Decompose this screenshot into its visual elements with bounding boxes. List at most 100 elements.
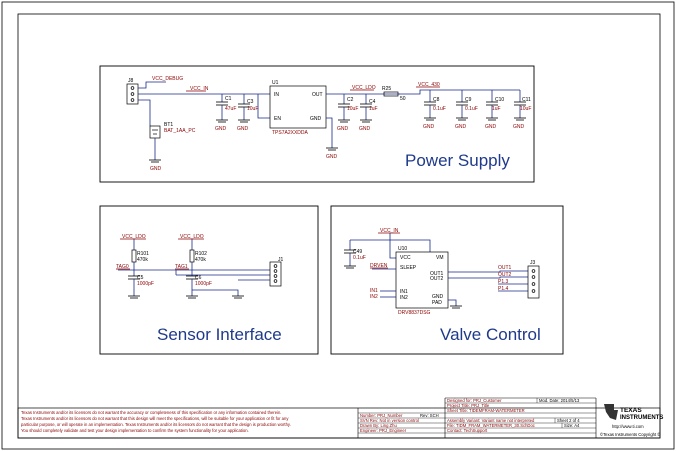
valve-vcc-in-net: VCC_IN: [380, 228, 399, 234]
vcc-430-net: VCC_430: [418, 82, 440, 88]
power-supply-title: Power Supply: [405, 151, 510, 170]
j3-p13-net: P1.3: [498, 279, 509, 285]
c9-label: C9: [465, 97, 472, 103]
c49-label: C49: [353, 249, 362, 255]
j3-connector: [527, 265, 540, 299]
tb-disclaimer-3: particular purpose, or will operate in a…: [21, 422, 291, 427]
tb-disclaimer-4: You should completely validate and test …: [21, 428, 249, 433]
ti-url: http://www.ti.com: [612, 424, 644, 429]
gnd-bt1: GND: [150, 166, 162, 172]
r102-resistor: [189, 249, 195, 263]
c49-value: 0.1uF: [353, 255, 366, 261]
j8-connector: [126, 83, 139, 105]
r101-resistor: [131, 249, 137, 263]
c11-value: 10uF: [520, 106, 531, 112]
u10-in2-pin: IN2: [400, 295, 408, 301]
gnd-c2: GND: [337, 126, 349, 132]
r101-label: R101: [137, 251, 149, 257]
r102-label: R102: [195, 251, 207, 257]
tb-contact: Contact: TechSupport: [447, 428, 488, 433]
ti-logo: [604, 404, 618, 420]
u10-in1-pin: IN1: [400, 289, 408, 295]
u1-out-pin: OUT: [312, 92, 323, 98]
u10-out1-pin: OUT1: [430, 271, 444, 277]
vcc-in-net: VCC_IN: [190, 86, 209, 92]
u10-driver: [395, 251, 449, 309]
u1-in-pin: IN: [274, 92, 279, 98]
in2-net: IN2: [370, 294, 378, 300]
c3-value: 10uF: [247, 106, 258, 112]
r25-label: R25: [382, 86, 391, 92]
tb-disclaimer-2: Texas Instruments and/or its licensors d…: [21, 416, 289, 421]
gnd-c11: GND: [513, 124, 525, 130]
r101-value: 470k: [137, 257, 148, 263]
tb-drawn-by: Drawn By: Ling Zhu: [360, 423, 397, 428]
c9-value: 0.1uF: [465, 106, 478, 112]
tb-svn-rev: SVN Rev: Not in version control: [360, 418, 419, 423]
u1-part: TPS7A2XXDDA: [272, 130, 309, 136]
decoupling-caps: [424, 90, 526, 121]
tb-engineer: Engineer: PRJ_Engineer: [360, 428, 407, 433]
u10-vm-pin: VM: [436, 255, 444, 261]
c1-value: 47uF: [225, 106, 236, 112]
j3-out1-net: OUT1: [498, 265, 512, 271]
bt1-label: BT1: [164, 122, 173, 128]
u1-regulator: [269, 85, 327, 129]
gnd-u1: GND: [326, 154, 338, 160]
c6-value: 1000pF: [195, 281, 212, 287]
bt1-value: BAT_1AA_PC: [164, 128, 196, 134]
r25-value: 50: [400, 96, 406, 102]
u10-pad-pin: PAD: [432, 300, 442, 306]
gnd-c8: GND: [423, 124, 435, 130]
j3-out2-net: OUT2: [498, 272, 512, 278]
u1-label: U1: [272, 80, 279, 86]
tb-file: File: TIDM_FRAM_WATERMETER_30.SchDoc: [447, 423, 535, 428]
tb-number: Number: PRJ_Number: [360, 413, 403, 418]
c11-label: C11: [522, 97, 531, 103]
valve-control-title: Valve Control: [440, 325, 541, 344]
tb-size: Size: A4: [564, 423, 580, 428]
c1-label: C1: [225, 96, 232, 102]
j3-label: J3: [530, 260, 536, 266]
gnd-c10: GND: [485, 124, 497, 130]
gnd-c9: GND: [455, 124, 467, 130]
tb-project-title: Project Title: PRJ_Title: [447, 403, 490, 408]
sensor-vcc-ldo-2: VCC_LDO: [180, 234, 204, 240]
c10-value: 1uF: [492, 106, 501, 112]
c4-value: 1uF: [369, 106, 378, 112]
u10-part: DRV8837DSG: [398, 310, 431, 316]
ti-name-line2: INSTRUMENTS: [620, 415, 663, 421]
valve-control-block: [330, 205, 564, 355]
in1-net: IN1: [370, 288, 378, 294]
u1-gnd-pin: GND: [310, 116, 322, 122]
tb-mod-date: Mod. Date: 2014/5/13: [539, 398, 580, 403]
ti-name-line1: TEXAS: [620, 407, 642, 414]
inner-frame: [17, 13, 661, 439]
c8-value: 0.1uF: [433, 106, 446, 112]
tb-disclaimer-1: Texas Instruments and/or its licensors d…: [21, 410, 281, 415]
u1-en-pin: EN: [274, 116, 281, 122]
u10-label: U10: [398, 246, 407, 252]
j1-label: J1: [278, 257, 284, 263]
c10-label: C10: [495, 97, 504, 103]
sensor-vcc-ldo-1: VCC_LDO: [122, 234, 146, 240]
u10-gnd-pin: GND: [432, 294, 444, 300]
u10-out2-pin: OUT2: [430, 276, 444, 282]
r102-value: 470k: [195, 257, 206, 263]
j8-label: J8: [128, 78, 134, 84]
c5-label: C5: [137, 275, 144, 281]
tb-designed-for: Designed for: PRJ_Customer: [447, 398, 502, 403]
tag0-net: TAG0: [116, 264, 129, 270]
c2-value: 10uF: [347, 106, 358, 112]
tag1-net: TAG1: [175, 264, 188, 270]
u10-sleep-pin: SLEEP: [400, 265, 417, 271]
tb-sheet-title: Sheet Title: TIDEMFRAM-WATERMETER: [447, 408, 525, 413]
c8-label: C8: [433, 97, 440, 103]
bt1-battery: [149, 125, 161, 139]
ti-copyright: ©Texas Instruments Copyright ©: [600, 432, 661, 437]
vcc-debug-net: VCC_DEBUG: [152, 76, 183, 82]
c4-label: C4: [369, 99, 376, 105]
u10-vcc-pin: VCC: [400, 255, 411, 261]
